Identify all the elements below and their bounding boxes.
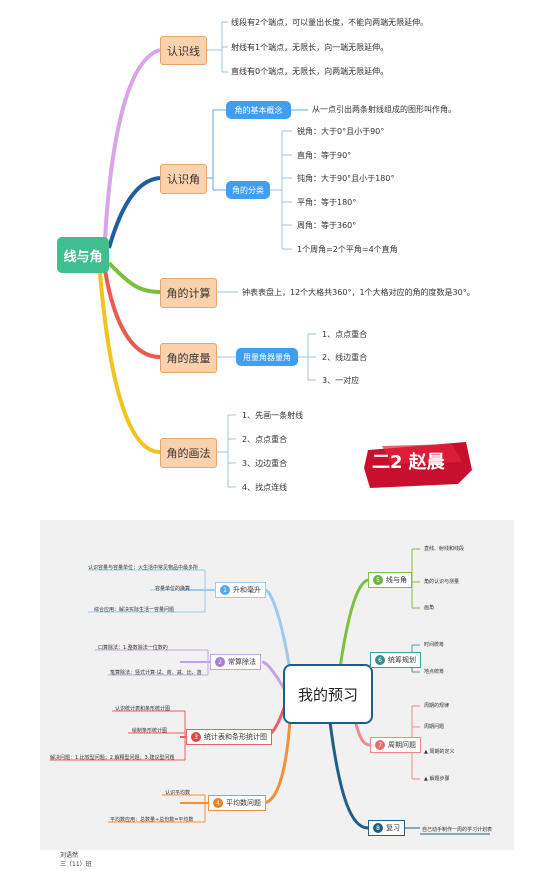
draw-step-4: 4、找点连线 bbox=[242, 483, 288, 492]
measure-sub-node: 用量角器量角 bbox=[236, 348, 298, 366]
review-item-1: 自己动手制作一周的学习计划表 bbox=[422, 827, 493, 833]
branch-draw: 角的画法 bbox=[160, 438, 217, 468]
map2-panel bbox=[40, 520, 514, 850]
measure-step-2: 2、线边重合 bbox=[322, 353, 368, 362]
map1-root: 线与角 bbox=[57, 237, 109, 273]
topic-label: 平均数问题 bbox=[226, 799, 261, 807]
topic-number: 4 bbox=[213, 798, 223, 808]
statistics-item-2: 绘制条形统计图 bbox=[132, 728, 168, 734]
period-item-3: ▲ 周期的定义 bbox=[424, 748, 454, 755]
period-item-3-label: 周期的定义 bbox=[429, 749, 455, 755]
angle-type-acute: 锐角：大于0°且小于90° bbox=[297, 127, 385, 136]
angle-type-full: 周角：等于360° bbox=[297, 221, 357, 230]
topic-number: 5 bbox=[373, 575, 383, 585]
topic-number: 7 bbox=[375, 740, 385, 750]
period-item-1: 周期的规律 bbox=[424, 703, 450, 709]
map1-connectors bbox=[98, 21, 316, 488]
calc-text: 钟表表盘上，12个大格共360°，1个大格对应的角的度数是30°。 bbox=[242, 288, 475, 297]
planning-item-2: 地点统筹 bbox=[424, 669, 445, 675]
topic-statistics: 3 统计表和条形统计图 bbox=[186, 729, 272, 745]
branch-lines: 认识线 bbox=[160, 36, 207, 65]
footer-class: 三（11）班 bbox=[60, 861, 92, 868]
period-item-4: ▲ 解题步骤 bbox=[424, 775, 449, 782]
topic-label: 复习 bbox=[386, 824, 400, 832]
lines-angles-item-1: 直线、射线和线段 bbox=[424, 546, 465, 552]
lines-angles-item-3: 画角 bbox=[424, 605, 435, 611]
liters-item-2: 容量单位的换算 bbox=[155, 586, 191, 592]
warning-icon: ▲ bbox=[424, 776, 430, 782]
angle-type-right: 直角：等于90° bbox=[297, 151, 352, 160]
draw-step-1: 1、先画一条射线 bbox=[242, 411, 304, 420]
topic-period: 7 周期问题 bbox=[370, 737, 421, 753]
topic-lines-angles: 5 线与角 bbox=[368, 572, 412, 588]
topic-label: 线与角 bbox=[386, 576, 407, 584]
statistics-item-1: 认识统计表和条形统计图 bbox=[115, 706, 171, 712]
branch-calc: 角的计算 bbox=[160, 278, 217, 308]
lines-item-ray: 射线有1个端点，无限长，向一端无限延伸。 bbox=[231, 43, 389, 52]
topic-review: 8 复习 bbox=[368, 820, 405, 836]
measure-step-3: 3、一对应 bbox=[322, 376, 360, 385]
statistics-item-3: 解决问题：1.比较型问题；2.解释型问题；3.建议型问题 bbox=[50, 755, 175, 761]
division-item-1: 口算除法：1.整数除法一位数的 bbox=[98, 645, 168, 651]
topic-label: 升和毫升 bbox=[233, 586, 261, 594]
period-item-2: 周期问题 bbox=[424, 724, 445, 730]
angle-concept-node: 角的基本概念 bbox=[226, 101, 291, 119]
measure-step-1: 1、点点重合 bbox=[322, 330, 368, 339]
average-item-2: 平均数应用：总数量÷总份数=平均数 bbox=[110, 817, 194, 823]
angle-type-straight: 平角：等于180° bbox=[297, 198, 357, 207]
topic-liters: 1 升和毫升 bbox=[215, 582, 266, 598]
draw-step-3: 3、边边重合 bbox=[242, 459, 288, 468]
lines-angles-item-2: 角的认识与测量 bbox=[424, 579, 460, 585]
topic-average: 4 平均数问题 bbox=[208, 795, 266, 811]
topic-label: 周期问题 bbox=[388, 741, 416, 749]
topic-label: 统筹规划 bbox=[388, 656, 416, 664]
topic-number: 8 bbox=[373, 823, 383, 833]
topic-label: 统计表和条形统计图 bbox=[204, 733, 267, 741]
footer-student-name: 刘语然 bbox=[60, 852, 79, 859]
average-item-1: 认识平均数 bbox=[165, 790, 191, 796]
name-stamp-text: 二2 赵晨 bbox=[372, 452, 445, 473]
topic-division: 2 常算除法 bbox=[210, 654, 261, 670]
topic-number: 1 bbox=[220, 585, 230, 595]
angle-types-node: 角的分类 bbox=[226, 181, 270, 199]
planning-item-1: 时间统筹 bbox=[424, 642, 445, 648]
lines-item-straight: 直线有0个端点，无限长，向两端无限延伸。 bbox=[231, 67, 389, 76]
angle-type-relation: 1个周角=2个平角=4个直角 bbox=[297, 245, 398, 254]
branch-angle: 认识角 bbox=[160, 164, 207, 194]
warning-icon: ▲ bbox=[424, 749, 430, 755]
topic-planning: 6 统筹规划 bbox=[370, 652, 421, 668]
draw-step-2: 2、点点重合 bbox=[242, 435, 288, 444]
topic-number: 3 bbox=[191, 732, 201, 742]
period-item-4-label: 解题步骤 bbox=[429, 776, 450, 782]
liters-item-3: 综合应用：解决实际生活一容量问题 bbox=[94, 607, 175, 613]
liters-item-1: 认识容量与容量单位：火生活中常见物品中最多所 bbox=[88, 565, 199, 571]
topic-number: 6 bbox=[375, 655, 385, 665]
division-item-2: 笔算除法：竖式计算·试、商、减、比、落 bbox=[110, 670, 202, 676]
angle-concept-text: 从一点引出两条射线组成的图形叫作角。 bbox=[312, 105, 456, 114]
name-stamp bbox=[364, 442, 472, 488]
angle-type-obtuse: 钝角：大于90°且小于180° bbox=[297, 174, 395, 183]
map2-root: 我的预习 bbox=[283, 664, 373, 724]
topic-label: 常算除法 bbox=[228, 658, 256, 666]
lines-item-segment: 线段有2个端点，可以量出长度，不能向两端无限延伸。 bbox=[231, 18, 429, 27]
topic-number: 2 bbox=[215, 657, 225, 667]
branch-measure: 角的度量 bbox=[160, 343, 217, 373]
